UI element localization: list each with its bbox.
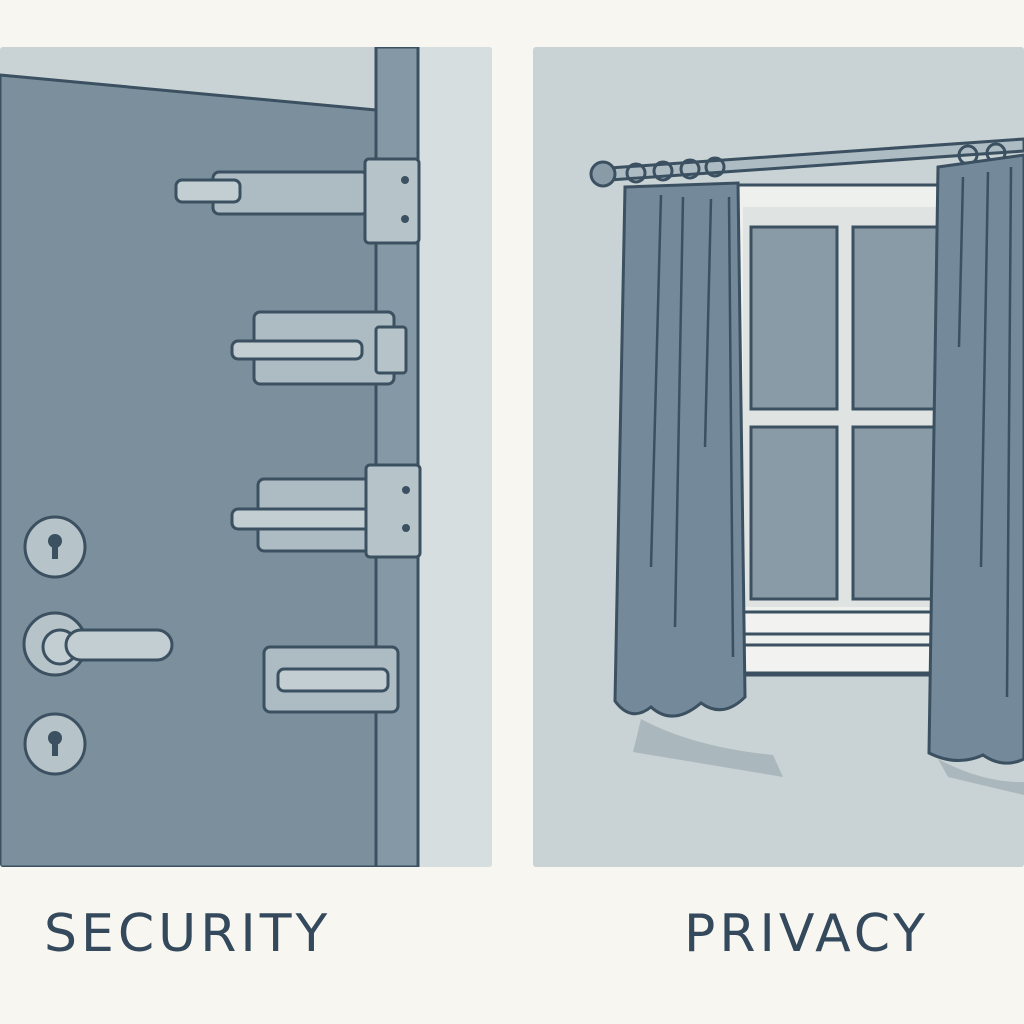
- window-sill: [731, 610, 960, 636]
- security-label: SECURITY: [44, 904, 332, 964]
- security-panel: [0, 47, 492, 867]
- keyhole-lower: [23, 712, 87, 776]
- curtain-rod: [589, 137, 1024, 188]
- privacy-panel: [533, 47, 1024, 867]
- barrel-bolt-3: [230, 463, 422, 559]
- left-curtain: [613, 181, 747, 718]
- window-illustration: [589, 137, 1024, 795]
- privacy-label: PRIVACY: [684, 904, 929, 964]
- barrel-bolt-4: [262, 645, 400, 714]
- keyhole-upper: [23, 515, 87, 579]
- barrel-bolt-2: [230, 310, 408, 386]
- barrel-bolt-1: [174, 157, 421, 245]
- door-illustration: [0, 47, 492, 867]
- right-curtain: [927, 153, 1024, 765]
- door-handle: [22, 611, 174, 677]
